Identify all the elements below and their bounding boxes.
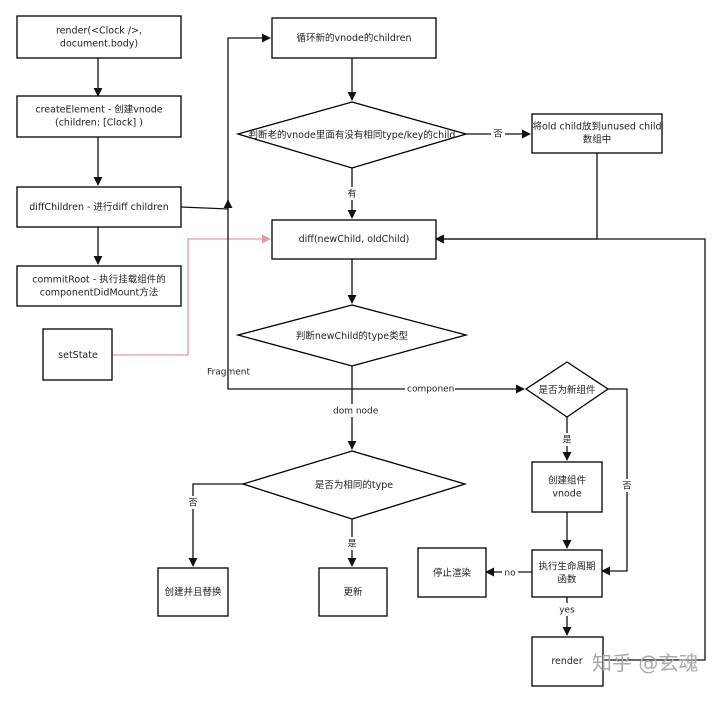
edge-setstate-to-diff xyxy=(112,234,271,356)
node-render-box xyxy=(16,15,182,59)
node-loop-children-label: 循环新的vnode的children xyxy=(297,32,412,44)
edge-label-same-no: 否 xyxy=(188,498,197,509)
node-set-state-label: setState xyxy=(58,350,98,361)
node-put-unused-box xyxy=(531,113,663,154)
edge-label-no-unused: 否 xyxy=(493,129,502,140)
edge-same-no xyxy=(188,483,243,567)
nodes: render(<Clock />,document.body) createEl… xyxy=(16,15,663,687)
node-same-type-diamond xyxy=(240,450,468,520)
node-commit-root-box xyxy=(16,265,182,307)
node-lifecycle-label: 执行生命周期函数 xyxy=(538,560,595,585)
edge-label-lifecycle-no: no xyxy=(504,569,516,579)
edge-label-lifecycle-yes: yes xyxy=(559,606,575,616)
node-check-type-label: 判断newChild的type类型 xyxy=(296,330,409,342)
edge-label-same-yes: 是 xyxy=(347,539,356,550)
node-render-comp-box xyxy=(531,636,604,687)
node-render-label: render(<Clock />,document.body) xyxy=(56,25,142,49)
edge-label-fragment: Fragment xyxy=(207,368,250,378)
node-create-element-box xyxy=(16,95,182,138)
edge-unused-to-diff xyxy=(435,153,598,244)
node-check-same-diamond xyxy=(235,101,469,169)
edge-typecheck-fragment xyxy=(223,199,353,390)
node-update-label: 更新 xyxy=(343,586,363,598)
node-stop-render-label: 停止渲染 xyxy=(433,567,472,579)
node-set-state-box xyxy=(42,328,113,381)
node-update-box xyxy=(318,567,388,617)
node-create-element-label: createElement - 创建vnode(children: [Clock… xyxy=(35,103,162,128)
edge-label-dom-node: dom node xyxy=(333,407,379,417)
node-render-comp-label: render xyxy=(551,656,582,667)
edge-label-is-new-no: 否 xyxy=(622,481,631,492)
edge-label-is-new-yes: 是 xyxy=(562,435,571,446)
node-diff-children-label: diffChildren - 进行diff children xyxy=(29,201,169,213)
edge-render-to-diff xyxy=(435,234,706,661)
node-check-type-diamond xyxy=(235,304,469,367)
node-loop-children-box xyxy=(271,17,437,59)
edge-diffchildren-to-loop xyxy=(180,33,271,210)
edge-label-component: componen xyxy=(407,385,454,395)
node-lifecycle-box xyxy=(531,549,603,598)
edge-label-yes-diff: 有 xyxy=(347,188,356,200)
node-is-new-comp-diamond xyxy=(524,361,610,418)
edge-labels: 否 有 Fragment componen dom node 是 否 否 是 n… xyxy=(186,127,634,616)
node-create-replace-box xyxy=(157,567,229,617)
node-check-same-label: 判断老的vnode里面有没有相同type/key的child xyxy=(249,129,456,141)
node-create-comp-box xyxy=(531,461,603,513)
watermark-text: 知乎 @玄魂 xyxy=(592,651,698,675)
node-same-type-label: 是否为相同的type xyxy=(315,479,393,491)
node-diff-children-box xyxy=(16,186,182,228)
node-diff-box xyxy=(271,219,437,260)
node-is-new-comp-label: 是否为新组件 xyxy=(538,384,596,396)
node-stop-render-box xyxy=(417,547,487,598)
node-create-replace-label: 创建并且替换 xyxy=(164,586,222,598)
node-diff-label: diff(newChild, oldChild) xyxy=(299,234,410,245)
